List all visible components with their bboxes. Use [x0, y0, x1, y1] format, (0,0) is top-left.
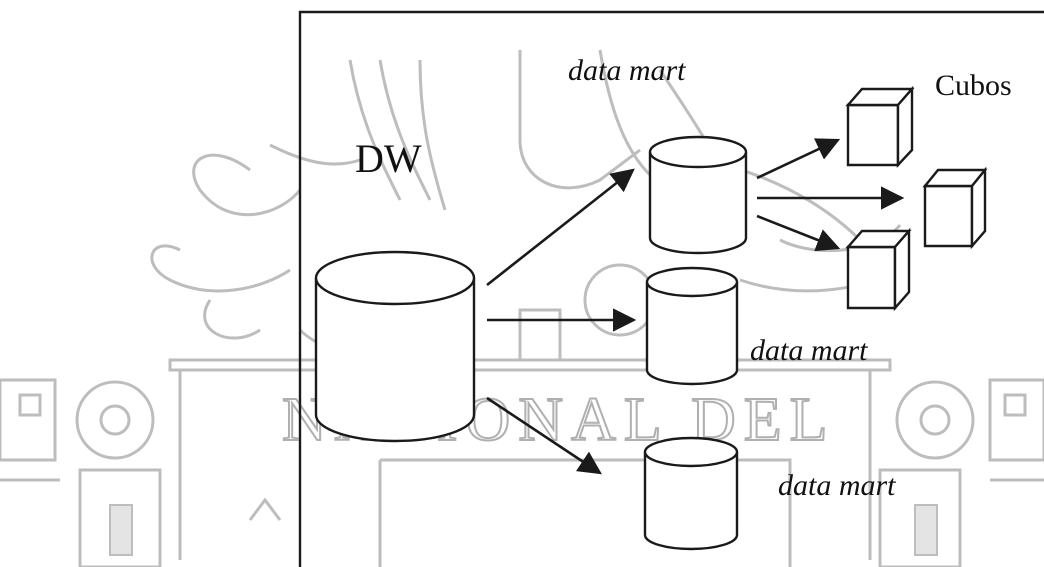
dw-cylinder [316, 252, 474, 441]
data-mart-top-label: data mart [568, 54, 686, 87]
data-mart-bottom-label: data mart [778, 469, 896, 502]
data-mart-top-cylinder [650, 137, 746, 253]
cube-2 [925, 170, 985, 246]
arrow-mart-to-cube-3 [757, 216, 838, 248]
cube-1 [848, 89, 912, 165]
cube-3 [848, 231, 909, 308]
watermark-right-ornament [880, 380, 1044, 567]
data-mart-bottom-cylinder [645, 438, 737, 549]
arrow-mart-to-cube-1 [757, 140, 838, 178]
data-mart-middle-label: data mart [750, 334, 868, 367]
dw-label: DW [355, 136, 422, 181]
watermark-left-ornament [0, 380, 160, 567]
cubes-label: Cubos [935, 69, 1012, 102]
data-mart-middle-cylinder [647, 268, 737, 384]
